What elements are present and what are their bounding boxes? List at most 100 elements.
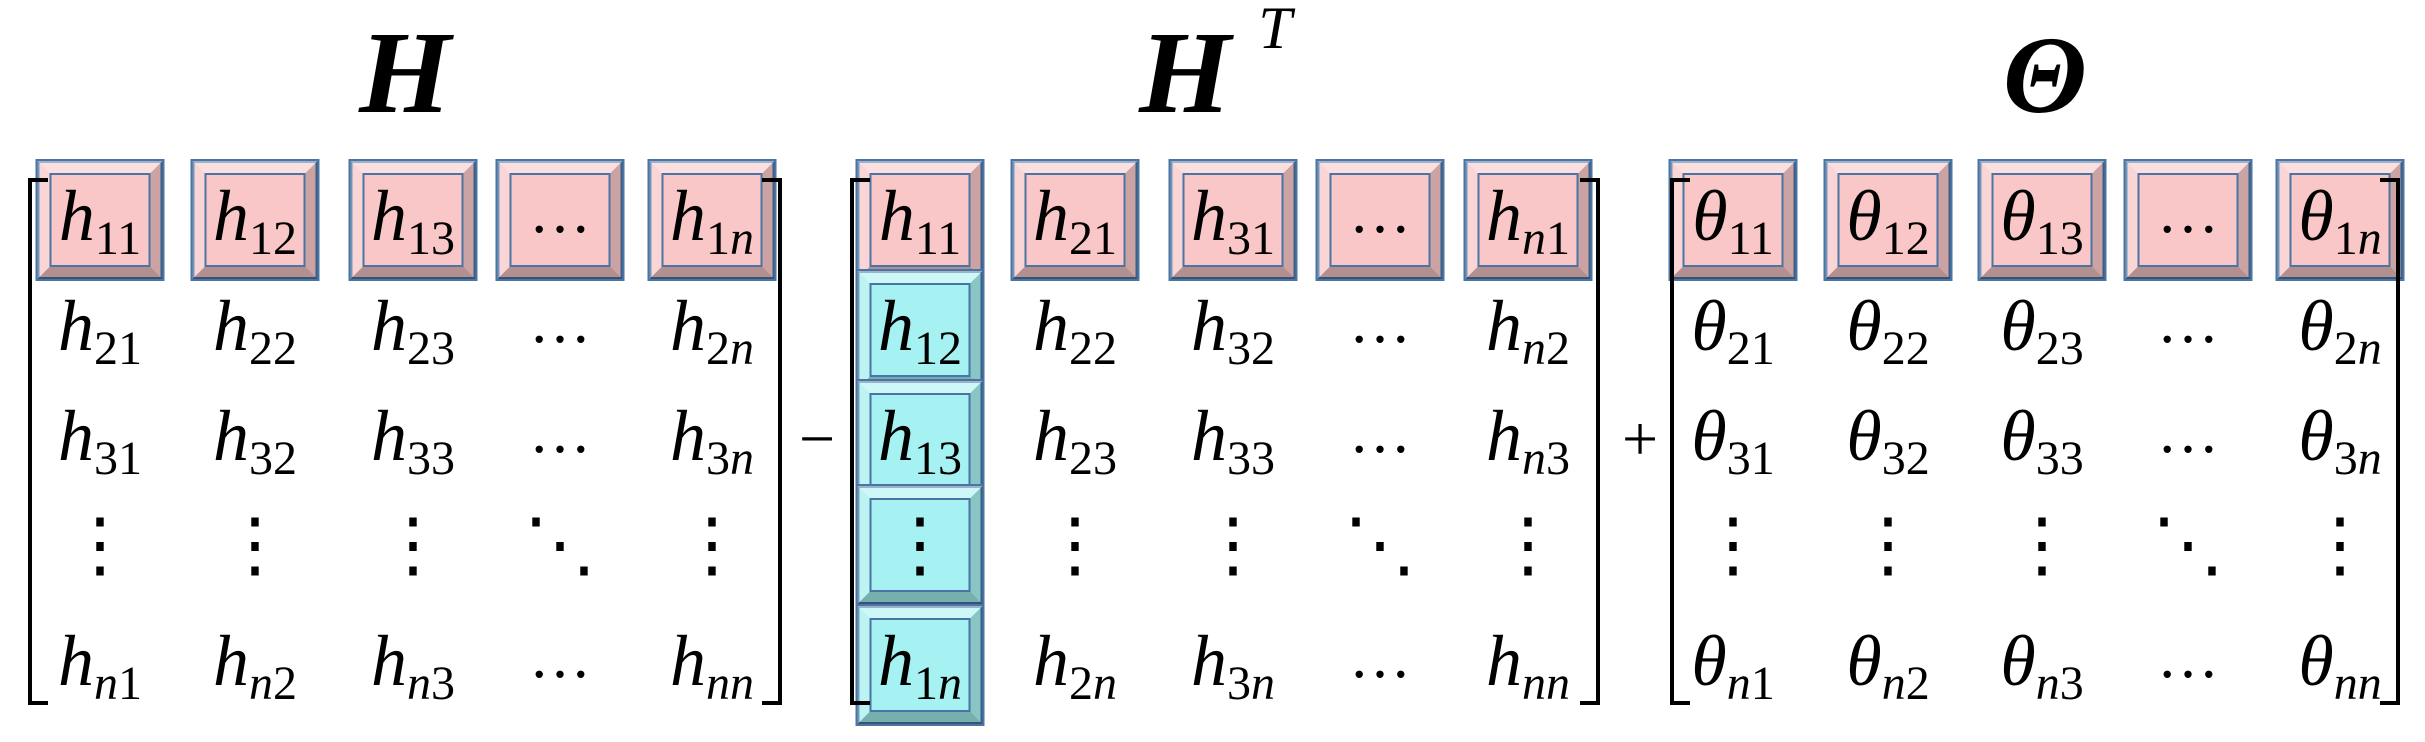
matrix-entry-h-r4-c1: ⋮: [64, 505, 136, 585]
matrix-entry-ht-r3-c5: hn3: [1486, 396, 1570, 485]
highlight-box-theta-r1-c3: [1977, 159, 2107, 281]
highlight-box-ht-r2-c1: [855, 269, 985, 391]
highlight-box-ht-r1-c4: [1315, 159, 1445, 281]
matrix-entry-h-r2-c5: h2n: [670, 286, 754, 375]
matrix-entry-ht-r1-c5: hn1: [1486, 176, 1570, 265]
matrix-entry-h-r3-c1: h31: [58, 396, 142, 485]
bracket-left-h: [28, 178, 48, 705]
matrix-entry-h-r5-c4: …: [529, 623, 591, 691]
matrix-entry-ht-r2-c3: h32: [1191, 286, 1275, 375]
highlight-box-ht-r1-c5: [1463, 159, 1593, 281]
highlight-box-ht-r1-c3: [1168, 159, 1298, 281]
highlight-box-h-r1-c3: [348, 159, 478, 281]
matrix-entry-theta-r2-c4: …: [2157, 288, 2219, 356]
matrix-entry-ht-r3-c1: h13: [878, 396, 962, 485]
bracket-left-ht: [850, 178, 870, 705]
matrix-entry-h-r1-c2: h12: [213, 176, 297, 265]
matrix-entry-theta-r2-c3: θ23: [2000, 286, 2083, 375]
matrix-entry-ht-r1-c2: h21: [1033, 176, 1117, 265]
highlight-box-h-r1-c2: [190, 159, 320, 281]
matrix-entry-theta-r3-c1: θ31: [1691, 396, 1774, 485]
matrix-entry-ht-r5-c4: …: [1349, 623, 1411, 691]
matrix-entry-h-r1-c1: h11: [59, 176, 141, 265]
matrix-entry-theta-r5-c2: θn2: [1846, 621, 1929, 710]
matrix-entry-theta-r4-c1: ⋮: [1697, 505, 1769, 585]
highlight-box-ht-r5-c1: [855, 604, 985, 726]
matrix-entry-theta-r1-c3: θ13: [2000, 176, 2083, 265]
matrix-entry-ht-r4-c4: ⋱: [1344, 505, 1416, 585]
matrix-entry-theta-r3-c4: …: [2157, 398, 2219, 466]
matrix-entry-h-r4-c2: ⋮: [219, 505, 291, 585]
matrix-entry-theta-r3-c2: θ32: [1846, 396, 1929, 485]
matrix-entry-ht-r2-c5: hn2: [1486, 286, 1570, 375]
matrix-entry-h-r3-c2: h32: [213, 396, 297, 485]
matrix-entry-ht-r2-c2: h22: [1033, 286, 1117, 375]
matrices-layer: h11 h12 h13 … h1n h21 h22 h23 … h2n h31 h32 h33 … h3n ⋮…: [28, 159, 2405, 726]
matrix-entry-ht-r2-c1: h12: [878, 286, 962, 375]
matrix-entry-theta-r2-c1: θ21: [1691, 286, 1774, 375]
highlight-box-ht-r4-c1: [855, 484, 985, 606]
matrix-entry-ht-r3-c3: h33: [1191, 396, 1275, 485]
matrix-entry-theta-r5-c4: …: [2157, 623, 2219, 691]
title-h: H: [358, 7, 454, 138]
highlight-box-theta-r1-c4: [2123, 159, 2253, 281]
matrix-entry-theta-r2-c2: θ22: [1846, 286, 1929, 375]
matrix-entry-h-r5-c1: hn1: [58, 621, 142, 710]
matrix-entry-ht-r4-c2: ⋮: [1039, 505, 1111, 585]
matrix-entry-ht-r1-c4: …: [1349, 178, 1411, 246]
matrix-entry-theta-r3-c5: θ3n: [2298, 396, 2381, 485]
matrix-entry-ht-r5-c1: h1n: [878, 621, 962, 710]
matrix-entry-h-r3-c5: h3n: [670, 396, 754, 485]
matrix-entry-theta-r4-c5: ⋮: [2304, 505, 2376, 585]
matrix-entry-h-r4-c4: ⋱: [524, 505, 596, 585]
matrix-entry-ht-r1-c1: h11: [879, 176, 961, 265]
matrix-entry-ht-r3-c4: …: [1349, 398, 1411, 466]
matrix-entry-h-r2-c1: h21: [58, 286, 142, 375]
bracket-right-theta: [2380, 178, 2400, 705]
matrix-entry-ht-r3-c2: h23: [1033, 396, 1117, 485]
matrix-entry-ht-r5-c3: h3n: [1191, 621, 1275, 710]
highlight-box-h-r1-c5: [647, 159, 777, 281]
matrix-entry-ht-r1-c3: h31: [1191, 176, 1275, 265]
matrix-entry-theta-r4-c3: ⋮: [2006, 505, 2078, 585]
matrix-entry-theta-r1-c1: θ11: [1692, 176, 1774, 265]
plus-operator: +: [1622, 403, 1658, 474]
matrix-entry-ht-r4-c1: ⋮: [884, 505, 956, 585]
title-theta: Θ: [2003, 14, 2087, 136]
matrix-entry-theta-r5-c1: θn1: [1691, 621, 1774, 710]
matrix-entry-h-r5-c5: hnn: [670, 621, 754, 710]
matrix-entry-h-r5-c2: hn2: [213, 621, 297, 710]
matrix-entry-h-r4-c5: ⋮: [676, 505, 748, 585]
matrix-entry-h-r2-c4: …: [529, 288, 591, 356]
matrix-entry-theta-r5-c3: θn3: [2000, 621, 2083, 710]
matrix-entry-h-r5-c3: hn3: [371, 621, 455, 710]
bracket-right-ht: [1580, 178, 1600, 705]
matrix-entry-h-r3-c4: …: [529, 398, 591, 466]
bracket-left-theta: [1670, 178, 1690, 705]
matrix-entry-theta-r1-c2: θ12: [1846, 176, 1929, 265]
matrix-entry-h-r1-c5: h1n: [670, 176, 754, 265]
minus-operator: −: [799, 403, 835, 474]
matrix-ht: h11 h21 h31 … hn1 h12 h22 h32 … hn2 h13 h23 h33 … hn3 ⋮…: [850, 159, 1600, 726]
matrix-entry-ht-r2-c4: …: [1349, 288, 1411, 356]
matrix-entry-theta-r5-c5: θnn: [2298, 621, 2381, 710]
matrix-entry-theta-r2-c5: θ2n: [2298, 286, 2381, 375]
matrix-entry-ht-r4-c3: ⋮: [1197, 505, 1269, 585]
matrix-entry-h-r1-c3: h13: [371, 176, 455, 265]
matrix-entry-theta-r1-c5: θ1n: [2298, 176, 2381, 265]
highlight-box-theta-r1-c2: [1823, 159, 1953, 281]
matrix-entry-ht-r5-c5: hnn: [1486, 621, 1570, 710]
bracket-right-h: [762, 178, 782, 705]
matrix-entry-ht-r5-c2: h2n: [1033, 621, 1117, 710]
highlight-box-ht-r1-c2: [1010, 159, 1140, 281]
matrix-entry-h-r1-c4: …: [529, 178, 591, 246]
matrix-entry-h-r2-c3: h23: [371, 286, 455, 375]
matrix-h: h11 h12 h13 … h1n h21 h22 h23 … h2n h31 h32 h33 … h3n ⋮…: [28, 159, 782, 710]
title-h-transpose: H: [1138, 7, 1234, 138]
matrix-entry-h-r3-c3: h33: [371, 396, 455, 485]
highlight-box-h-r1-c4: [495, 159, 625, 281]
matrix-entry-h-r2-c2: h22: [213, 286, 297, 375]
matrix-entry-h-r4-c3: ⋮: [377, 505, 449, 585]
